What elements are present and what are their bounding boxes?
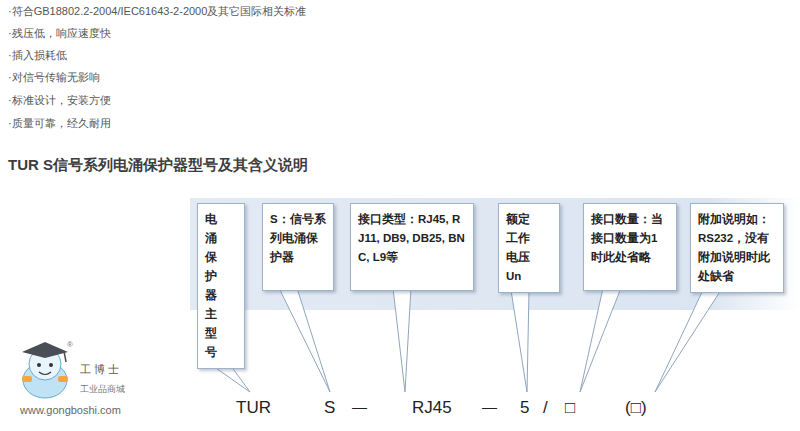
callout-tail <box>393 288 411 392</box>
callout-tail <box>655 290 721 392</box>
callout-box: 接口数量：当接口数量为1时此处省略 <box>583 203 677 291</box>
callout-text: 额定工作电压Un <box>506 210 531 286</box>
trademark-mark: ® <box>67 340 73 349</box>
logo-name: 工博士 <box>80 362 122 377</box>
model-code-part: TUR <box>236 398 271 418</box>
callout-text: S：信号系列电涌保护器 <box>270 210 326 267</box>
feature-item: ·插入损耗低 <box>8 48 67 63</box>
callout-tail <box>279 288 330 392</box>
model-code-part: □ <box>565 398 575 418</box>
feature-item: ·标准设计，安装方便 <box>8 93 111 108</box>
callout-box: 额定工作电压Un <box>498 203 560 293</box>
callout-tail <box>580 288 621 392</box>
callout-box: 接口类型：RJ45, RJ11, DB9, DB25, BNC, L9等 <box>350 203 474 291</box>
feature-item: ·质量可靠，经久耐用 <box>8 116 111 131</box>
callout-text: 电涌保护器主型号 <box>205 210 235 362</box>
feature-item: ·对信号传输无影响 <box>8 70 100 85</box>
callout-text: 接口类型：RJ45, RJ11, DB9, DB25, BNC, L9等 <box>358 210 466 267</box>
model-code-part: (□) <box>625 398 647 418</box>
model-code-part: S <box>324 398 335 418</box>
callout-tail <box>511 290 529 392</box>
callout-tail <box>213 366 250 392</box>
model-code-part: / <box>543 398 548 418</box>
model-code-part: RJ45 <box>412 398 452 418</box>
heading: TUR S信号系列电涌保护器型号及其含义说明 <box>8 156 308 175</box>
feature-item: ·残压低，响应速度快 <box>8 26 111 41</box>
feature-item: ·符合GB18802.2-2004/IEC61643-2-2000及其它国际相关… <box>8 4 306 19</box>
callout-box: 电涌保护器主型号 <box>197 203 245 369</box>
model-code-part: 5 <box>520 398 529 418</box>
model-code-part: — <box>352 398 367 415</box>
callout-box: 附加说明如：RS232，没有附加说明时此处缺省 <box>690 203 784 293</box>
logo-slogan: 工业品商城 <box>80 383 125 396</box>
model-code-part: — <box>482 398 497 415</box>
callout-text: 接口数量：当接口数量为1时此处省略 <box>591 210 669 267</box>
logo-url: www.gongboshi.com <box>20 404 121 416</box>
callout-text: 附加说明如：RS232，没有附加说明时此处缺省 <box>698 210 776 286</box>
mascot-logo <box>22 342 68 398</box>
callout-box: S：信号系列电涌保护器 <box>262 203 334 291</box>
